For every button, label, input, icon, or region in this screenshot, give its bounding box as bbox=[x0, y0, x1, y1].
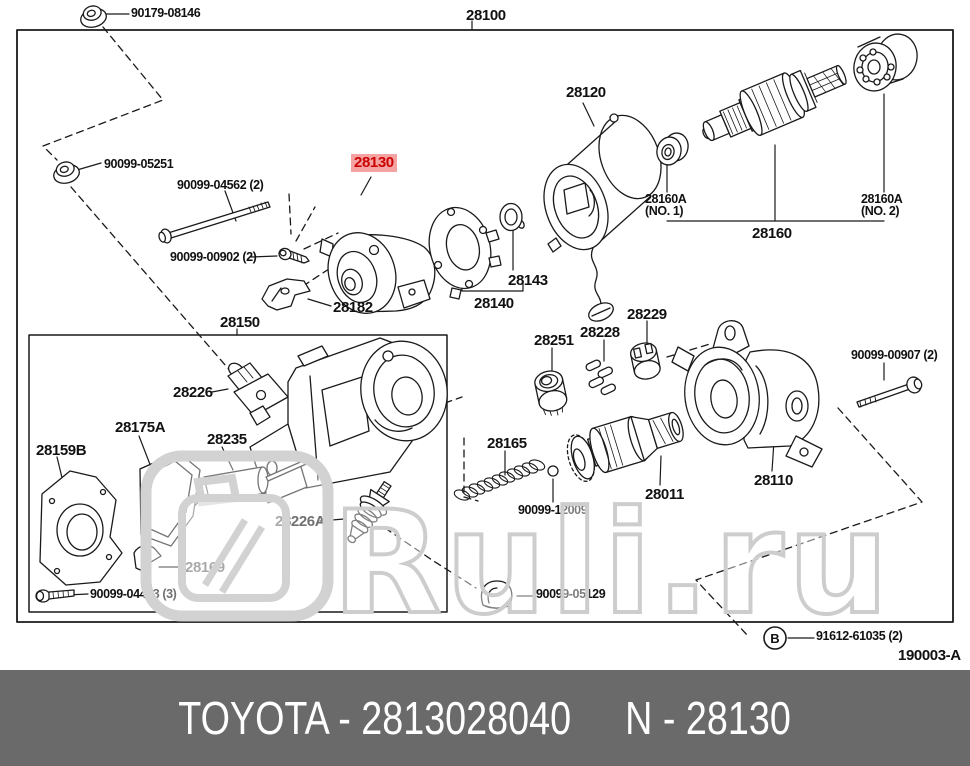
part-armature-28160 bbox=[702, 64, 847, 142]
part-gasket-28175A bbox=[139, 451, 201, 547]
footer-bar: TOYOTA - 2813028040 N - 28130 bbox=[0, 670, 970, 766]
part-nut-90099-05251 bbox=[53, 161, 80, 184]
footer-part-code: N - 28130 bbox=[625, 692, 792, 744]
part-plate-28140 bbox=[428, 206, 502, 300]
callout-b-circle bbox=[763, 626, 787, 650]
part-bearing-28160A-no1 bbox=[656, 132, 689, 166]
part-bolt-90099-04562 bbox=[158, 201, 271, 244]
part-bolt-90099-00907 bbox=[856, 376, 923, 408]
part-screw-90099-04473 bbox=[35, 589, 75, 603]
part-rollers-28228 bbox=[585, 359, 617, 396]
part-screw-90099-00902 bbox=[278, 247, 310, 264]
part-nut-90179-08146 bbox=[80, 5, 107, 28]
part-retainer-28229 bbox=[630, 342, 661, 380]
part-cap-90099-05129 bbox=[480, 580, 513, 609]
diagram-border bbox=[16, 29, 954, 623]
part-switch-28226 bbox=[227, 362, 289, 426]
part-field-frame-28120 bbox=[543, 113, 662, 322]
part-lever-28169 bbox=[133, 544, 162, 574]
part-solenoid-28130 bbox=[319, 232, 436, 314]
part-drive-end-frame bbox=[249, 337, 448, 504]
part-ring-28143 bbox=[499, 202, 525, 232]
part-drive-housing-28110 bbox=[671, 320, 823, 468]
footer-part-number: TOYOTA - 2813028040 bbox=[178, 692, 572, 744]
part-terminal-28226A bbox=[347, 480, 392, 544]
dashed-lines bbox=[42, 26, 923, 637]
part-end-frame-28159B bbox=[39, 470, 123, 586]
part-bearing-28160A-no2 bbox=[853, 33, 918, 92]
part-clamp-28182 bbox=[261, 278, 311, 311]
part-ball-90099-12009 bbox=[547, 465, 559, 477]
part-spring-28165 bbox=[453, 459, 546, 501]
part-clutch-28011 bbox=[566, 411, 684, 482]
part-collar-28251 bbox=[534, 370, 568, 416]
